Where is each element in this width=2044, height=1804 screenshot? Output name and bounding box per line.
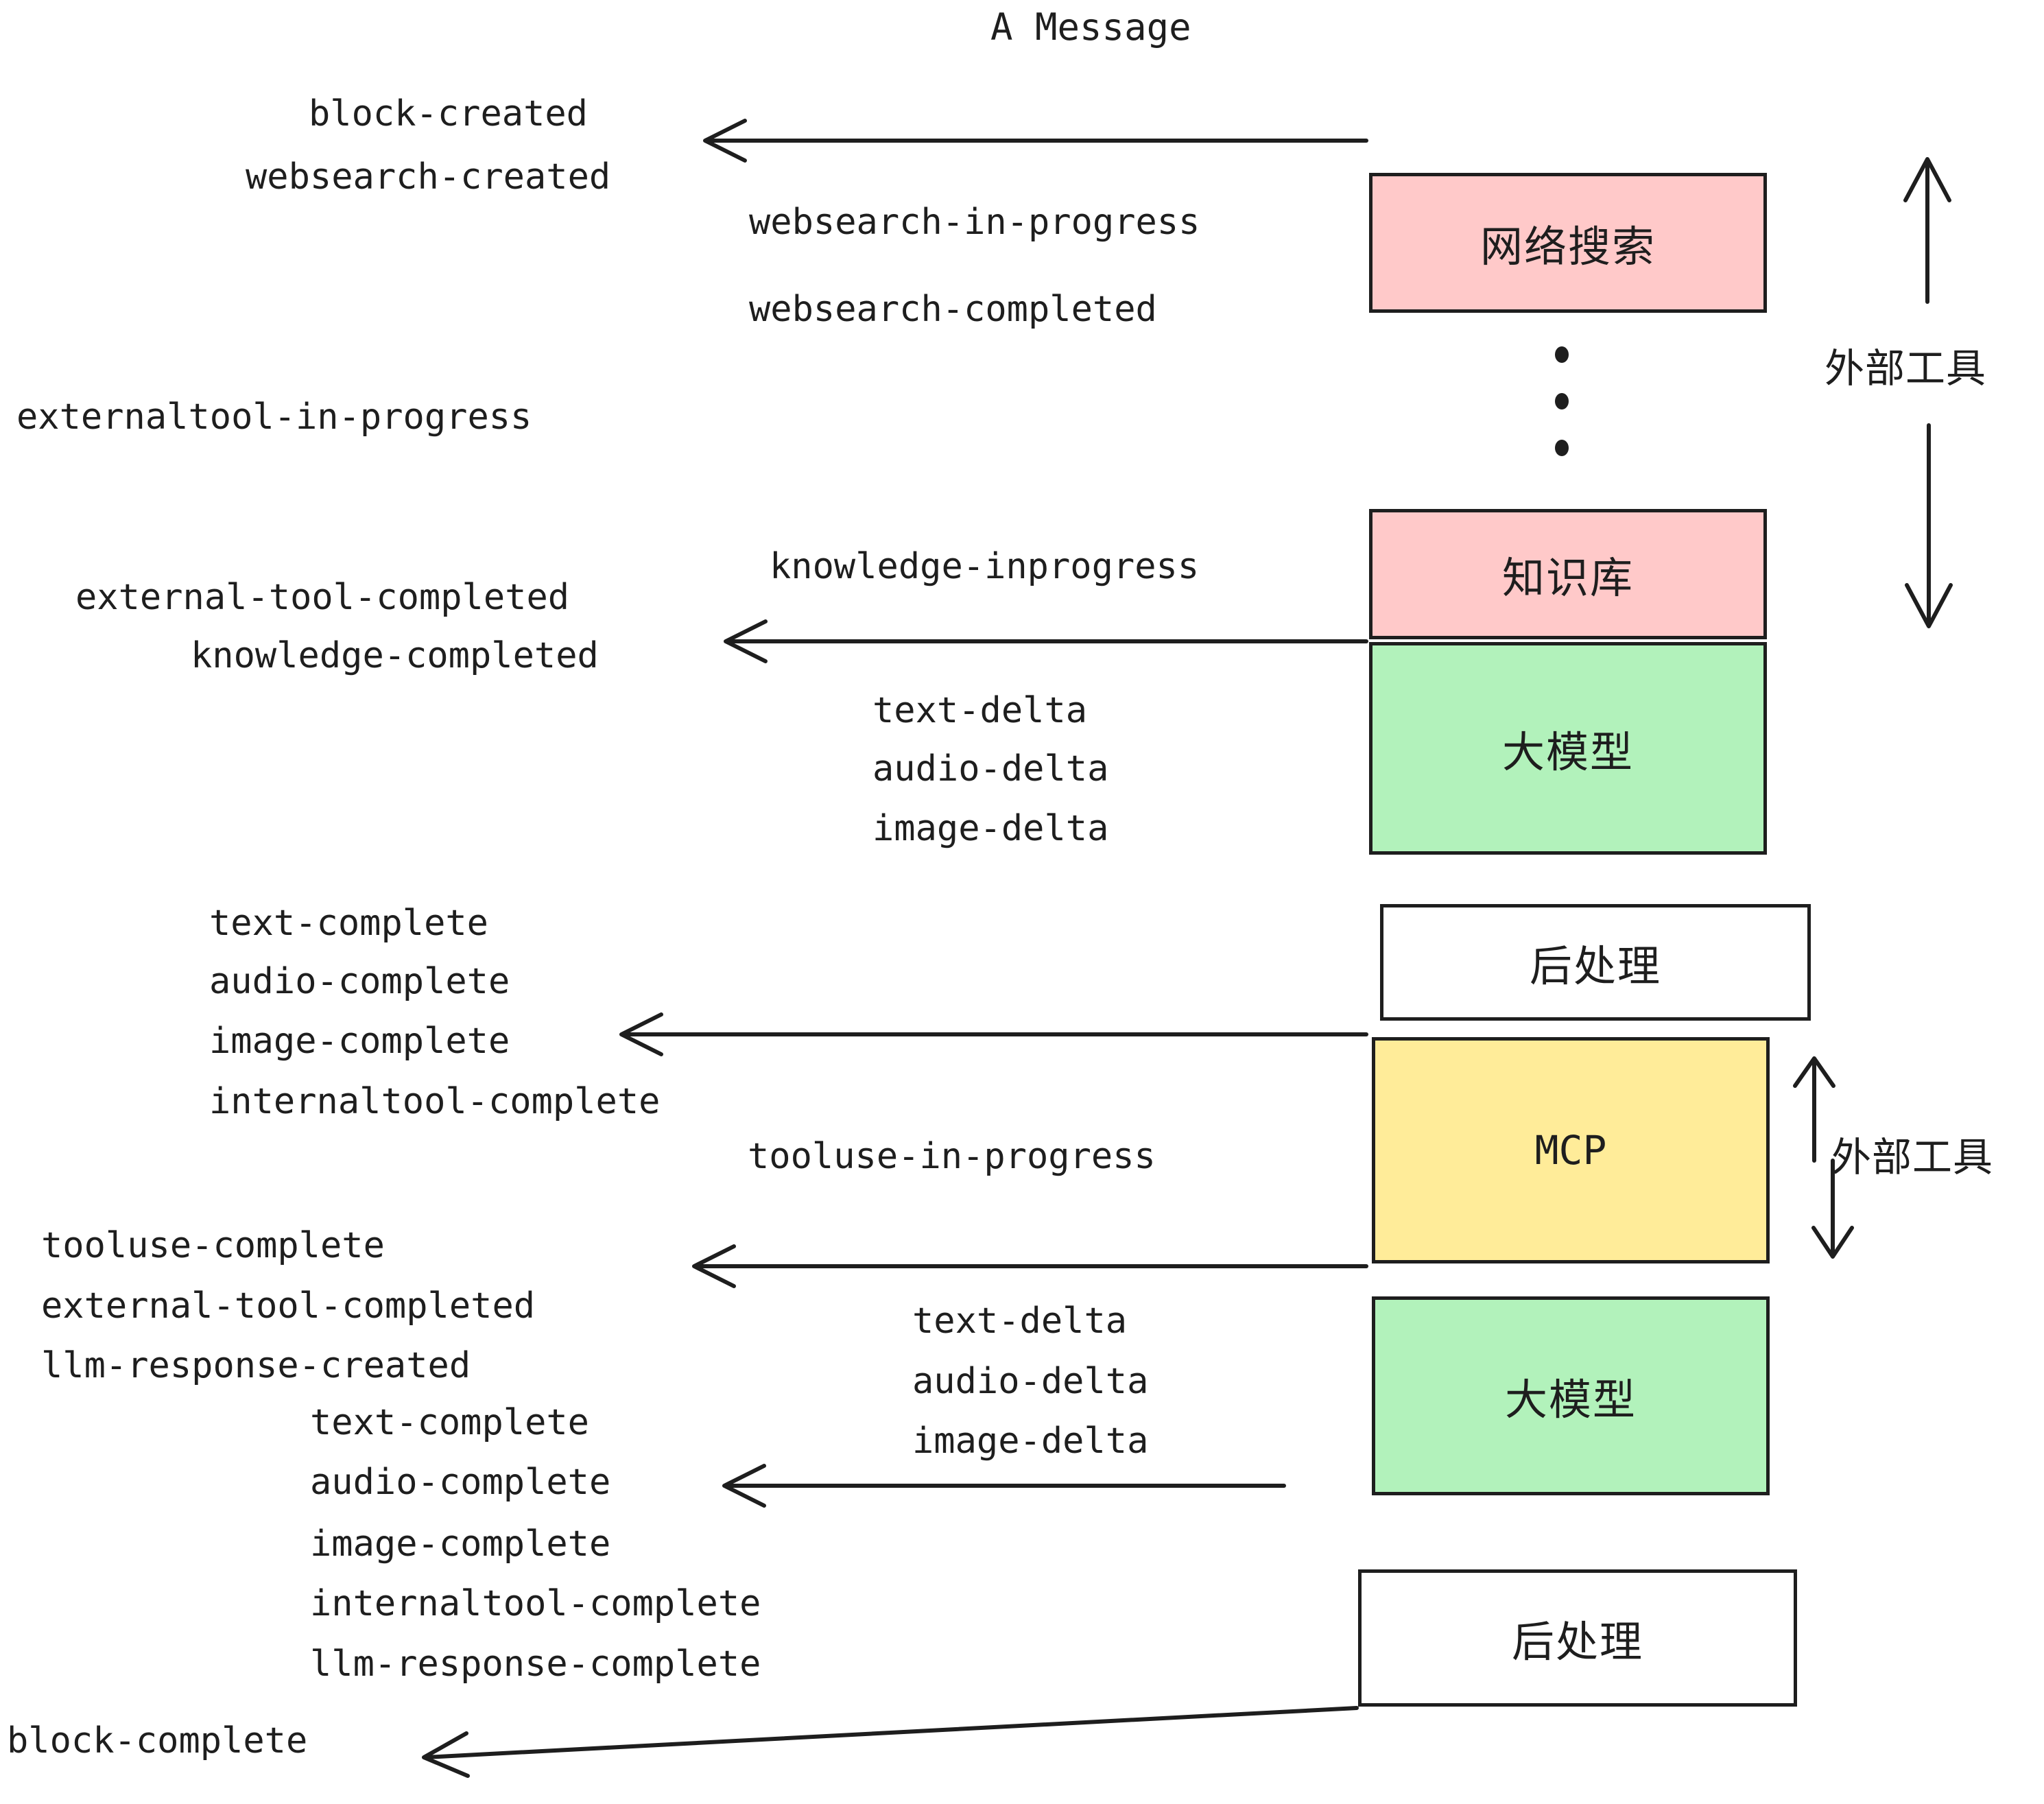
node-box-postprocess-1[interactable]: 后处理 — [1380, 904, 1811, 1021]
node-box-label: 知识库 — [1501, 553, 1634, 603]
node-box-knowledge[interactable]: 知识库 — [1369, 509, 1767, 639]
vertical-ellipsis-icon — [1554, 346, 1569, 456]
event-label-audio-delta-2: audio-delta — [912, 1361, 1149, 1402]
event-label-websearch-in-progress: websearch-in-progress — [749, 202, 1200, 243]
event-label-websearch-created: websearch-created — [246, 156, 611, 198]
side-label-external-tool-top: 外部工具 — [1825, 345, 1987, 392]
event-label-knowledge-completed: knowledge-completed — [191, 635, 599, 676]
event-label-external-tool-completed-1: external-tool-completed — [75, 577, 570, 618]
event-label-text-complete-2: text-complete — [310, 1402, 589, 1443]
event-label-knowledge-inprogress: knowledge-inprogress — [770, 546, 1200, 587]
event-label-tooluse-in-progress: tooluse-in-progress — [748, 1136, 1156, 1177]
node-box-label: 大模型 — [1501, 727, 1634, 777]
event-label-image-delta-2: image-delta — [912, 1421, 1149, 1462]
event-label-image-complete-2: image-complete — [310, 1523, 611, 1565]
node-box-label: 网络搜索 — [1479, 222, 1656, 272]
event-label-image-complete-1: image-complete — [209, 1021, 510, 1062]
event-label-block-created: block-created — [309, 93, 588, 134]
event-label-external-tool-completed-2: external-tool-completed — [41, 1285, 536, 1327]
external-tool-up-arrow-bottom — [1793, 1056, 1835, 1163]
node-box-llm-2[interactable]: 大模型 — [1372, 1296, 1770, 1495]
event-label-tooluse-complete: tooluse-complete — [41, 1225, 385, 1266]
event-label-audio-delta-1: audio-delta — [872, 748, 1109, 790]
node-box-websearch[interactable]: 网络搜索 — [1369, 173, 1767, 313]
event-label-llm-response-complete: llm-response-complete — [310, 1643, 761, 1685]
node-box-label: 后处理 — [1511, 1617, 1643, 1667]
node-box-label: MCP — [1534, 1127, 1607, 1174]
event-label-audio-complete-2: audio-complete — [310, 1462, 611, 1503]
arrow-postprocess1-to-image-complete — [619, 1012, 1368, 1056]
event-label-image-delta-1: image-delta — [872, 808, 1109, 849]
event-label-internaltool-complete-1: internaltool-complete — [209, 1081, 661, 1122]
event-label-text-delta-2: text-delta — [912, 1301, 1128, 1342]
node-box-mcp[interactable]: MCP — [1372, 1037, 1770, 1263]
event-label-internaltool-complete-2: internaltool-complete — [310, 1583, 761, 1624]
arrow-postprocess2-to-block-complete — [422, 1706, 1359, 1778]
arrow-websearch-to-created — [703, 119, 1368, 163]
arrow-llm2-to-audio-complete — [722, 1464, 1286, 1508]
page-title: A Message — [990, 5, 1191, 49]
event-label-text-complete-1: text-complete — [209, 903, 488, 944]
arrow-knowledge-to-completed — [724, 619, 1368, 663]
node-box-label: 后处理 — [1529, 941, 1661, 991]
external-tool-down-arrow-top — [1905, 423, 1953, 628]
arrow-mcp-to-tooluse-complete — [692, 1244, 1368, 1288]
event-label-websearch-completed: websearch-completed — [749, 289, 1157, 330]
event-label-llm-response-created: llm-response-created — [41, 1345, 471, 1386]
node-box-llm-1[interactable]: 大模型 — [1369, 642, 1767, 855]
side-label-external-tool-bottom: 外部工具 — [1831, 1134, 1994, 1180]
event-label-text-delta-1: text-delta — [872, 690, 1088, 731]
event-label-block-complete: block-complete — [7, 1720, 308, 1761]
node-box-label: 大模型 — [1504, 1375, 1637, 1425]
external-tool-up-arrow-top — [1903, 157, 1951, 304]
event-label-audio-complete-1: audio-complete — [209, 961, 510, 1002]
node-box-postprocess-2[interactable]: 后处理 — [1358, 1569, 1797, 1707]
event-label-externaltool-in-progress: externaltool-in-progress — [16, 396, 532, 438]
